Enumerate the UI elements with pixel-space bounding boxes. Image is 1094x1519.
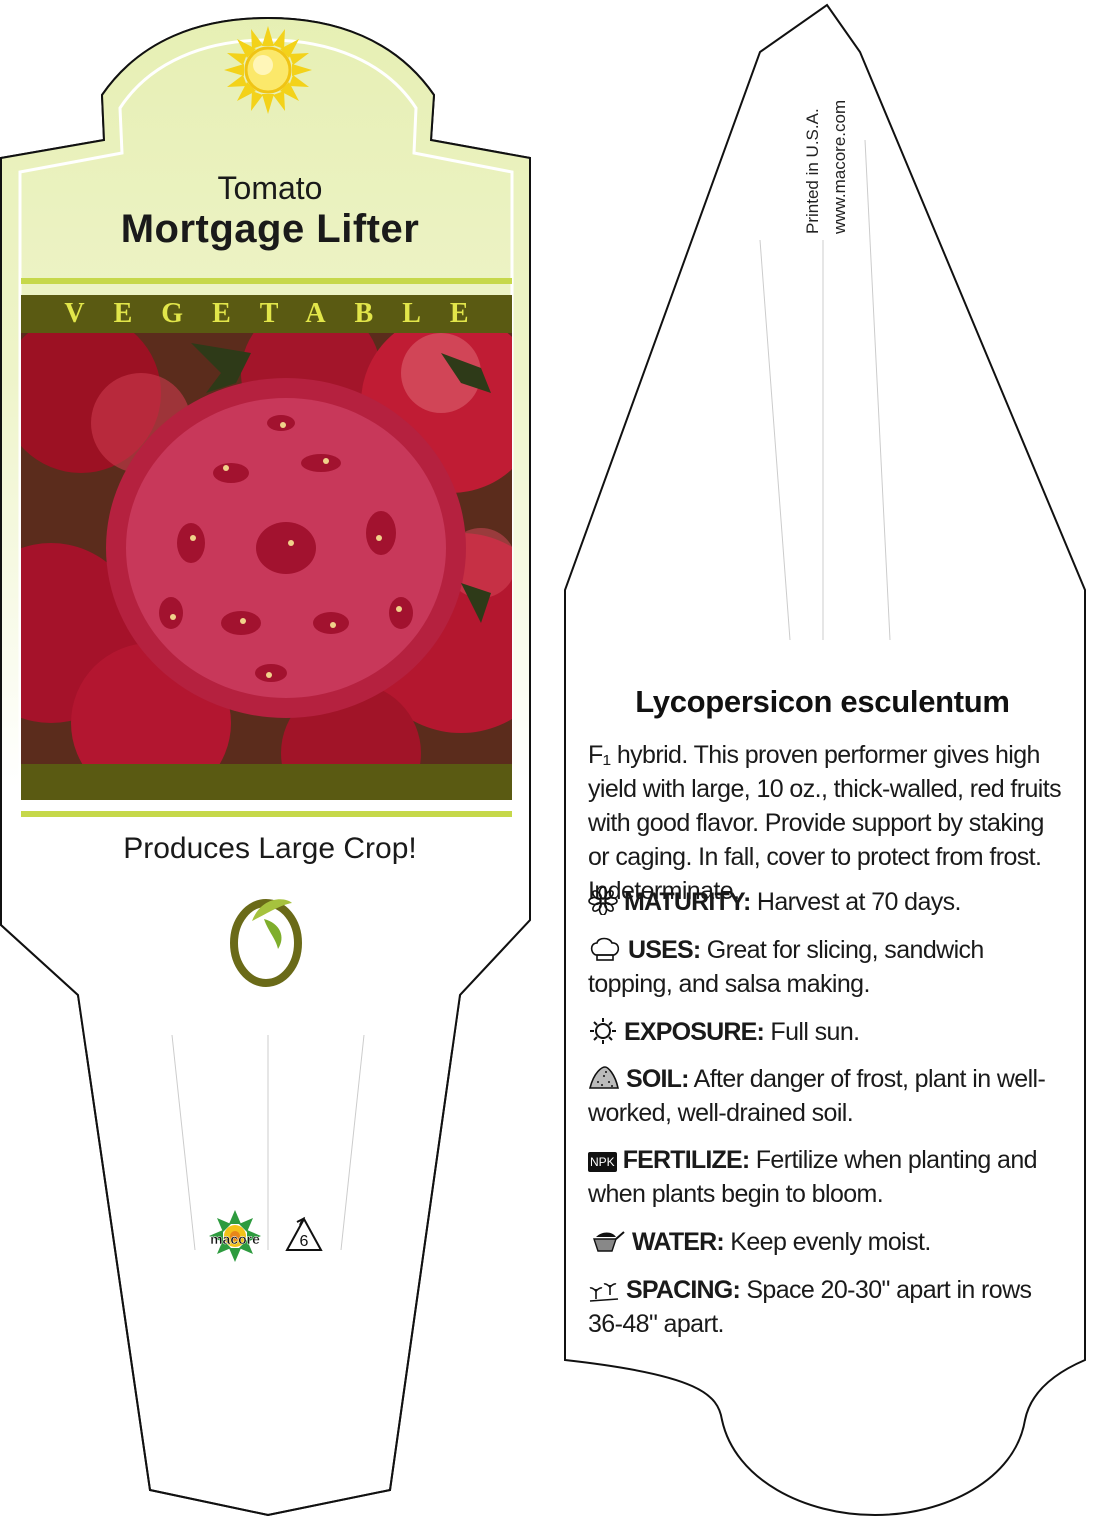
photo-bottom-band bbox=[21, 764, 512, 800]
sun-logo-icon bbox=[224, 26, 312, 114]
info-maturity: MATURITY: Harvest at 70 days. bbox=[588, 885, 1066, 919]
brand-name: macore bbox=[210, 1231, 260, 1247]
npk-icon: NPK bbox=[588, 1152, 617, 1172]
info-water: WATER: Keep evenly moist. bbox=[588, 1225, 1066, 1259]
info-spacing: SPACING: Space 20-30" apart in rows 36-4… bbox=[588, 1276, 1032, 1338]
species-name: Tomato bbox=[217, 170, 323, 206]
description: F₁ hybrid. This proven performer gives h… bbox=[588, 741, 1062, 905]
back-tag-outline bbox=[564, 3, 1086, 1517]
info-uses: USES: Great for slicing, sandwich toppin… bbox=[588, 936, 984, 998]
sun-icon bbox=[590, 1018, 616, 1044]
watering-can-icon bbox=[593, 1231, 625, 1252]
tagline: Produces Large Crop! bbox=[123, 832, 417, 865]
macore-logo: macore bbox=[204, 1206, 266, 1273]
recycle-number: 6 bbox=[300, 1233, 309, 1250]
soil-icon bbox=[588, 1066, 619, 1089]
category-band bbox=[21, 295, 512, 333]
seed-logo-icon bbox=[230, 899, 302, 987]
printed-in-usa: Printed in U.S.A. bbox=[803, 108, 822, 234]
info-soil: SOIL: After danger of frost, plant in we… bbox=[588, 1065, 1046, 1127]
seedlings-icon bbox=[589, 1283, 619, 1302]
latin-name: Lycopersicon esculentum bbox=[635, 684, 1010, 719]
flower-icon bbox=[588, 887, 618, 915]
variety-name: Mortgage Lifter bbox=[120, 207, 420, 251]
recycle-code-icon: 6 bbox=[283, 1216, 325, 1261]
tomato-photo bbox=[21, 333, 512, 764]
info-exposure: EXPOSURE: Full sun. bbox=[588, 1015, 1066, 1049]
chef-hat-icon bbox=[590, 937, 620, 961]
category-label: VEGETABLE bbox=[64, 298, 498, 329]
website-url: www.macore.com bbox=[830, 99, 849, 234]
